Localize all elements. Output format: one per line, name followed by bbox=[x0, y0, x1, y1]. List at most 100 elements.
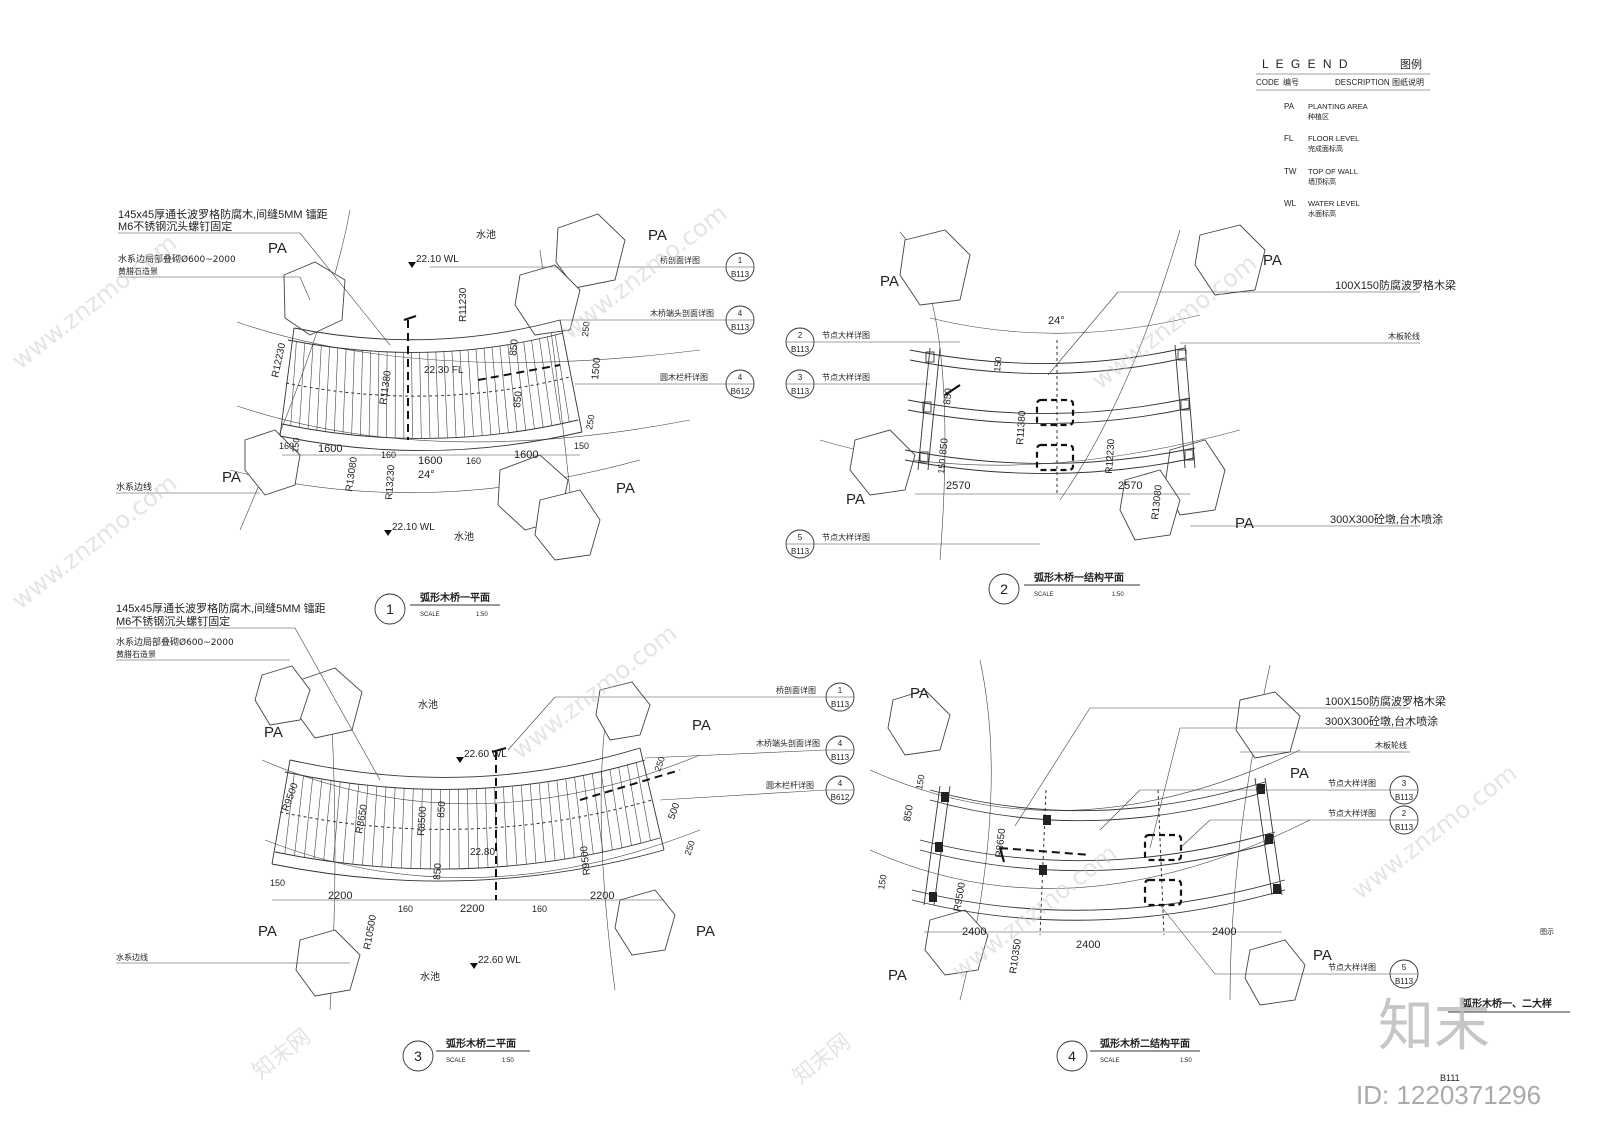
timber-beam bbox=[909, 347, 1186, 364]
end-beam bbox=[1264, 777, 1283, 896]
deck-board bbox=[483, 348, 492, 435]
joint-node bbox=[925, 351, 935, 363]
deck-board bbox=[351, 349, 355, 435]
pa-label: PA bbox=[910, 685, 929, 702]
detail-callout: 桥剖面详图 1 B113 bbox=[430, 252, 755, 282]
pool-label: 水池 bbox=[420, 970, 440, 983]
watermark-text: www.znzmo.com bbox=[506, 619, 682, 765]
legend-desc-en: FLOOR LEVEL bbox=[1308, 134, 1359, 143]
radius-label: R12230 bbox=[1104, 438, 1117, 474]
deck-board bbox=[565, 778, 575, 858]
centerline bbox=[1157, 789, 1165, 936]
note-stone: 水系边局部叠砌Ø600~2000 bbox=[116, 636, 234, 648]
callout-text: 节点大样详图 bbox=[822, 372, 870, 382]
drawing-number: 3 bbox=[414, 1048, 422, 1064]
water-edge-label: 水系边线 bbox=[116, 952, 148, 962]
drawing-title: 弧形木桥二结构平面 bbox=[1100, 1037, 1190, 1050]
deck-board bbox=[494, 787, 498, 867]
legend-title: L E G E N D bbox=[1262, 57, 1350, 71]
landscape-rock bbox=[283, 261, 346, 336]
timber-beam bbox=[911, 879, 1286, 911]
callout-num: 3 bbox=[1402, 779, 1407, 788]
pier-note: 300X300砼墩,台木喷涂 bbox=[1330, 512, 1443, 526]
scale-value: 1:50 bbox=[476, 612, 488, 618]
watermark-text: www.znzmo.com bbox=[6, 229, 182, 375]
leader-line bbox=[1014, 707, 1091, 827]
deck-board bbox=[451, 351, 457, 438]
timber-beam bbox=[929, 791, 1266, 822]
radius-label: R10350 bbox=[1008, 938, 1024, 975]
deck-board bbox=[547, 781, 556, 861]
deck-board bbox=[458, 789, 460, 869]
deck-board bbox=[411, 352, 413, 439]
legend-desc-cn: 墙顶标高 bbox=[1308, 177, 1336, 186]
level-marker bbox=[384, 530, 392, 536]
dimension-label: 150 bbox=[992, 356, 1004, 372]
note-timber: 145x45厚通长波罗格防腐木,间缝5MM 镭距 bbox=[118, 207, 328, 221]
dimension-label: 1600 bbox=[514, 449, 538, 461]
legend-desc-en: PLANTING AREA bbox=[1308, 102, 1368, 111]
water-level: 22.60 WL bbox=[464, 749, 507, 760]
deck-board bbox=[627, 764, 642, 844]
deck-edge bbox=[284, 759, 646, 790]
callout-num: 4 bbox=[738, 373, 743, 382]
joint-node bbox=[1184, 449, 1194, 461]
timber-beam bbox=[929, 781, 1266, 812]
dimension-label: 150 bbox=[936, 458, 948, 474]
pa-label: PA bbox=[1235, 515, 1254, 532]
joint-node bbox=[1180, 399, 1190, 411]
drawing-number-bubble bbox=[988, 573, 1020, 605]
centerline bbox=[1039, 789, 1047, 936]
level-marker bbox=[408, 262, 416, 268]
deck-board bbox=[600, 771, 613, 851]
deck-board bbox=[400, 788, 405, 869]
deck-board bbox=[443, 351, 448, 439]
deck-board bbox=[360, 350, 363, 436]
landscape-rock bbox=[899, 229, 971, 306]
deck-board bbox=[618, 767, 632, 846]
deck-board bbox=[313, 779, 323, 860]
dimension-label: 850 bbox=[902, 804, 916, 823]
callout-ref: B612 bbox=[731, 387, 750, 396]
contour-line bbox=[869, 749, 1301, 811]
deck-board bbox=[435, 351, 440, 439]
deck-board bbox=[323, 780, 332, 861]
drawing-number-bubble bbox=[374, 593, 406, 625]
level-marker bbox=[470, 963, 478, 969]
dimension-label: 160 bbox=[532, 904, 547, 914]
legend-code: PA bbox=[1284, 102, 1295, 111]
drawing-number: 2 bbox=[1000, 581, 1008, 597]
deck-board bbox=[410, 788, 414, 869]
legend-col-code: CODE bbox=[1256, 78, 1279, 87]
callout-num: 1 bbox=[738, 256, 743, 265]
detail-callout: 节点大样详图 2 B113 bbox=[1179, 805, 1419, 849]
deck-board bbox=[294, 775, 304, 856]
legend-desc-cn: 种植区 bbox=[1308, 112, 1329, 121]
radius-label: R11380 bbox=[378, 369, 394, 405]
deck-boards bbox=[284, 762, 651, 870]
callout-ref: B113 bbox=[731, 323, 750, 332]
deck-board bbox=[523, 341, 535, 429]
water-level: 22.10 WL bbox=[416, 254, 459, 265]
note-timber: M6不锈钢沉头螺钉固定 bbox=[118, 219, 232, 233]
landscape-rock bbox=[849, 429, 916, 496]
deck-board bbox=[419, 352, 422, 439]
detail-callout: 木桥端头剖面详图 4 B113 bbox=[560, 305, 755, 335]
concrete-pier bbox=[1035, 443, 1075, 472]
deck-board bbox=[381, 787, 387, 867]
callout-num: 3 bbox=[798, 373, 803, 382]
watermark-text: 知末网 bbox=[788, 1029, 855, 1089]
callout-ref: B113 bbox=[791, 387, 810, 396]
pa-label: PA bbox=[264, 724, 283, 741]
dimension-label: 160 bbox=[398, 904, 413, 914]
note-timber: M6不锈钢沉头螺钉固定 bbox=[116, 614, 230, 628]
dimension-label: 250 bbox=[580, 321, 592, 337]
callout-text: 节点大样详图 bbox=[1328, 778, 1376, 788]
deck-edge bbox=[271, 849, 665, 882]
pa-label: PA bbox=[258, 923, 277, 940]
callout-num: 4 bbox=[838, 779, 843, 788]
joint-node bbox=[919, 451, 929, 463]
section-cut-line bbox=[477, 364, 561, 381]
timber-beam bbox=[907, 407, 1191, 424]
